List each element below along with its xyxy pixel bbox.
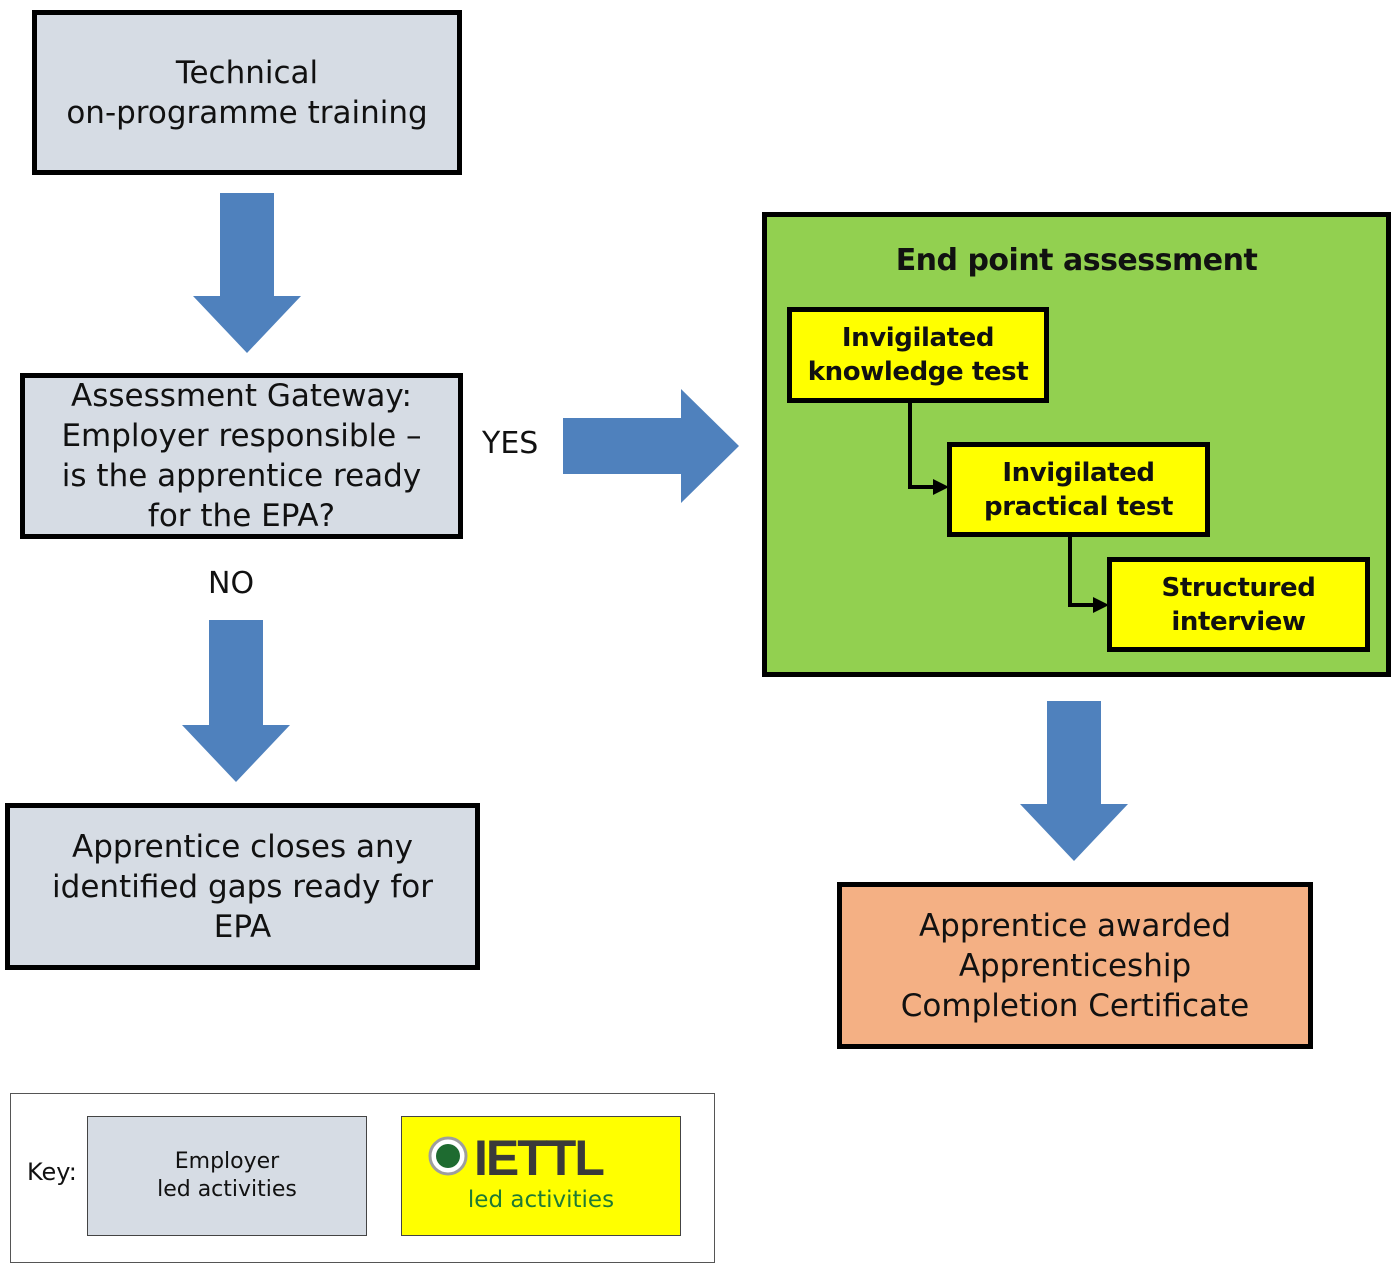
connector-practical-to-interview (1068, 533, 1109, 613)
iettl-logo-text: IETTL (474, 1131, 603, 1181)
down-arrow-training-to-gateway (193, 193, 301, 353)
key-label: Key: (27, 1158, 77, 1186)
end-point-assessment-box: End point assessment Invigilated knowled… (762, 212, 1391, 677)
knowledge-line-1: Invigilated (841, 323, 995, 353)
knowledge-test-box: Invigilated knowledge test (787, 307, 1049, 403)
structured-interview-box: Structured interview (1107, 557, 1370, 652)
key-iettl-swatch: IETTL led activities (401, 1116, 681, 1236)
award-line-1: Apprentice awarded (918, 907, 1232, 944)
epa-title: End point assessment (895, 243, 1258, 278)
knowledge-line-2: knowledge test (807, 357, 1029, 387)
key-employer-swatch: Employer led activities (87, 1116, 367, 1236)
technical-training-box: Technical on-programme training (32, 10, 462, 175)
gaps-line-1: Apprentice closes any (72, 828, 413, 865)
gateway-line-3: is the apprentice ready (61, 458, 422, 494)
right-arrow-yes (563, 389, 739, 503)
gateway-line-4: for the EPA? (147, 498, 336, 534)
down-arrow-epa-to-award (1020, 701, 1128, 861)
gaps-line-3: EPA (213, 908, 272, 945)
down-arrow-no (182, 620, 290, 782)
award-line-3: Completion Certificate (900, 987, 1250, 1024)
key-iettl-label: led activities (467, 1187, 615, 1213)
award-line-2: Apprenticeship (958, 947, 1192, 984)
practical-line-2: practical test (983, 491, 1174, 522)
connector-knowledge-to-practical (908, 399, 949, 495)
gateway-line-1: Assessment Gateway: (71, 378, 412, 414)
key-legend: Key: Employer led activities IETTL led a… (10, 1093, 715, 1263)
close-gaps-box: Apprentice closes any identified gaps re… (5, 803, 480, 970)
interview-line-1: Structured (1161, 572, 1316, 603)
key-employer-line-1: Employer (174, 1149, 280, 1174)
gaps-line-2: identified gaps ready for (52, 868, 433, 905)
training-line-1: Technical (175, 54, 319, 91)
assessment-gateway-box: Assessment Gateway: Employer responsible… (20, 373, 463, 539)
key-employer-line-2: led activities (157, 1177, 297, 1202)
practical-test-box: Invigilated practical test (947, 442, 1210, 537)
certificate-award-box: Apprentice awarded Apprenticeship Comple… (837, 882, 1313, 1049)
yes-label: YES (482, 426, 539, 461)
gateway-line-2: Employer responsible – (61, 418, 422, 454)
practical-line-1: Invigilated (1002, 457, 1155, 488)
iettl-logo: IETTL (428, 1131, 605, 1181)
training-line-2: on-programme training (66, 94, 428, 131)
no-label: NO (208, 566, 255, 601)
interview-line-2: interview (1171, 606, 1306, 637)
